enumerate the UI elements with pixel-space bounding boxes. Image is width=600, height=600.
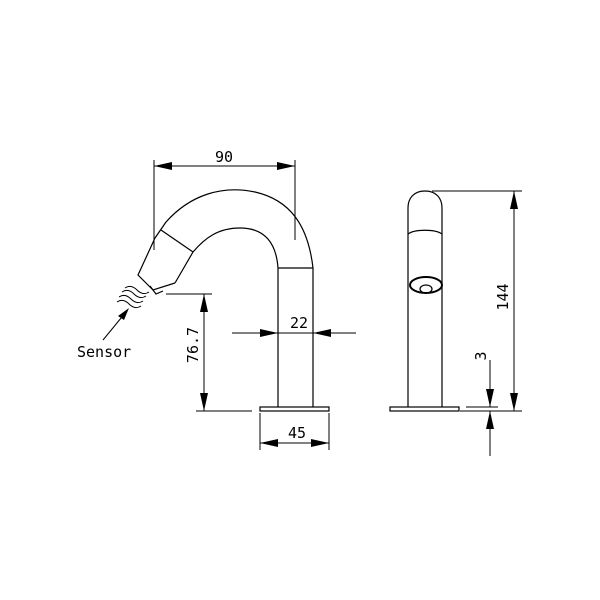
side-base-plate	[259, 406, 330, 412]
dim-base-arrow-left	[260, 439, 278, 447]
front-body-joint	[407, 229, 443, 235]
dim-reach-arrow-left	[154, 162, 172, 170]
sensor-wave-icon	[124, 285, 150, 295]
sensor-wave-icon	[121, 289, 147, 299]
dim-base-value: 45	[288, 424, 306, 442]
dim-reach-arrow-right	[277, 162, 295, 170]
dim-body-value: 22	[290, 314, 308, 332]
sensor-head	[137, 237, 176, 291]
sensor-window	[149, 285, 164, 295]
dim-base-thickness: 3	[466, 351, 498, 456]
sensor-label: Sensor	[77, 343, 131, 361]
dim-thick-arrow-top	[486, 389, 494, 407]
dim-total-value: 144	[494, 283, 512, 310]
dim-height-arrow-top	[200, 294, 208, 312]
sensor-wave-icon	[118, 294, 144, 304]
dim-base-arrow-right	[311, 439, 329, 447]
sensor-head-joint	[160, 229, 194, 253]
dim-height-arrow-bottom	[200, 393, 208, 411]
spout-outer-arc	[154, 189, 314, 269]
dim-reach-value: 90	[215, 148, 233, 166]
dim-spout-height: 76.7	[166, 293, 252, 412]
dim-body-width: 22	[232, 314, 356, 337]
front-view	[389, 190, 460, 412]
dim-thick-arrow-bottom	[486, 411, 494, 429]
front-body-outline	[407, 190, 443, 407]
dim-body-arrow-right	[313, 329, 331, 337]
dim-total-height: 144	[432, 190, 522, 412]
sensor-wave-icon	[116, 299, 142, 309]
dim-base-width: 45	[259, 413, 330, 450]
dim-total-arrow-bottom	[510, 393, 518, 411]
front-sensor-outlet	[419, 284, 433, 294]
dim-reach: 90	[153, 148, 296, 250]
front-base-plate	[389, 406, 460, 412]
spout-inner-arc	[174, 227, 279, 284]
dim-body-arrow-left	[260, 329, 278, 337]
dim-height-value: 76.7	[184, 327, 202, 363]
dim-thick-value: 3	[472, 351, 490, 360]
dim-total-arrow-top	[510, 191, 518, 209]
sensor-leader-arrow	[118, 308, 129, 320]
side-view: Sensor	[77, 189, 330, 412]
